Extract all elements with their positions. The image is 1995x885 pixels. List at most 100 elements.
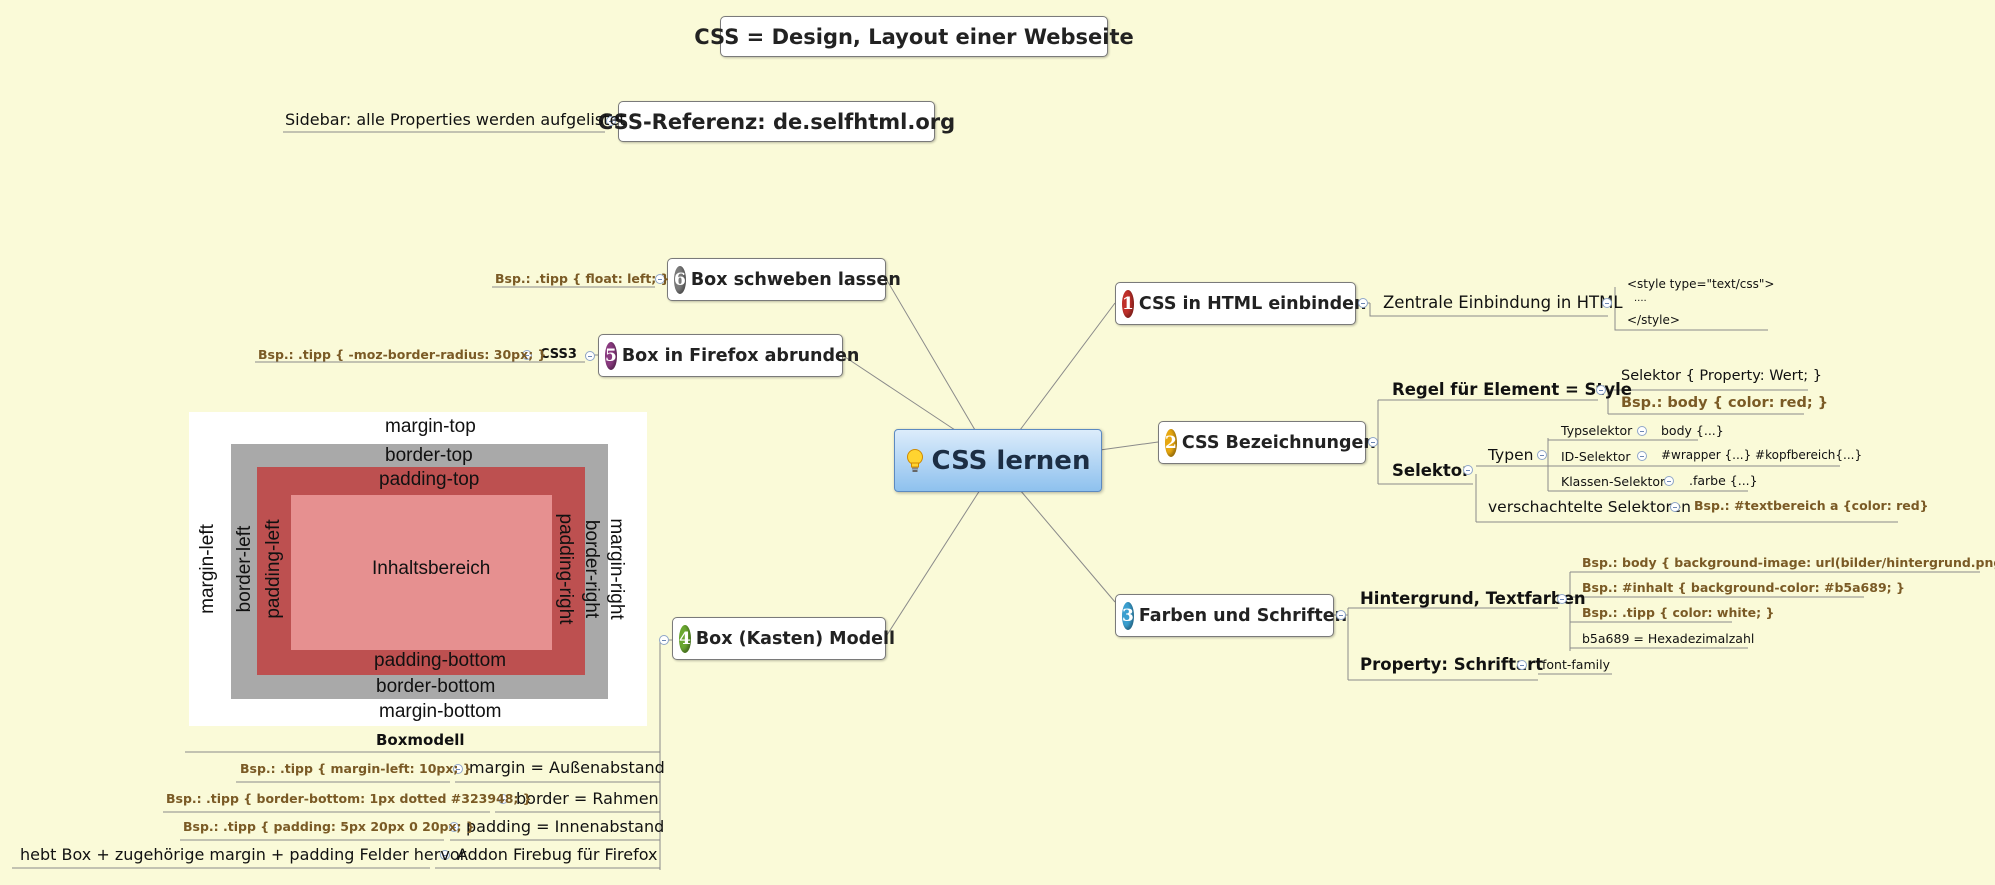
branch-label: Box in Firefox abrunden [621, 345, 860, 366]
collapse-toggle[interactable] [606, 116, 616, 126]
border-top-label: border-top [385, 445, 473, 466]
margin-right-label: margin-right [606, 518, 627, 620]
boxmodell-caption: Boxmodell [376, 731, 465, 749]
collapse-toggle[interactable] [1596, 385, 1606, 395]
number-3-icon: 3 [1122, 601, 1134, 630]
content-label: Inhaltsbereich [372, 558, 491, 579]
collapse-toggle[interactable] [1463, 465, 1473, 475]
selektor-label: Selektor [1392, 461, 1471, 480]
border-example: Bsp.: .tipp { border-bottom: 1px dotted … [166, 791, 532, 806]
float-example: Bsp.: .tipp { float: left; } [495, 271, 670, 286]
collapse-toggle[interactable] [1637, 426, 1647, 436]
collapse-toggle[interactable] [440, 850, 450, 860]
padding-bottom-label: padding-bottom [374, 650, 507, 671]
code-line: .... [1634, 293, 1647, 304]
branch-css-in-html[interactable]: 1 CSS in HTML einbinden [1115, 282, 1366, 325]
branch-firefox-abrunden[interactable]: 5 Box in Firefox abrunden [598, 334, 859, 377]
rule-example: Bsp.: body { color: red; } [1621, 395, 1829, 411]
type-name: ID-Selektor [1561, 449, 1631, 464]
collapse-toggle[interactable] [1557, 594, 1567, 604]
collapse-toggle[interactable] [453, 764, 463, 774]
firebug-note: hebt Box + zugehörige margin + padding F… [20, 845, 467, 864]
collapse-toggle[interactable] [655, 274, 665, 284]
firebug-item: Addon Firebug für Firefox [457, 845, 658, 864]
branch-label: Farben und Schriften [1138, 605, 1348, 626]
code-line: <style type="text/css"> [1627, 277, 1775, 291]
central-node-label: CSS lernen [931, 445, 1091, 476]
code-line: </style> [1627, 313, 1680, 327]
collapse-toggle[interactable] [498, 794, 508, 804]
reference-node[interactable]: CSS-Referenz: de.selfhtml.org [598, 101, 955, 142]
collapse-toggle[interactable] [659, 635, 669, 645]
branch-label: CSS in HTML einbinden [1138, 293, 1367, 314]
rule-item: Selektor { Property: Wert; } [1621, 368, 1823, 384]
border-left-label: border-left [234, 525, 255, 613]
margin-bottom-label: margin-bottom [379, 701, 502, 722]
margin-top-label: margin-top [385, 416, 476, 437]
number-5-icon: 5 [605, 341, 617, 370]
css3-label: CSS3 [540, 347, 577, 362]
branch-label: Box (Kasten) Modell [695, 628, 895, 649]
central-node[interactable]: CSS lernen [894, 429, 1102, 492]
branch-css-bezeichnungen[interactable]: 2 CSS Bezeichnungen [1158, 421, 1376, 464]
collapse-toggle[interactable] [1336, 610, 1346, 620]
collapse-toggle[interactable] [1358, 298, 1368, 308]
margin-left-label: margin-left [197, 524, 218, 614]
content-box [291, 495, 552, 650]
border-right-label: border-right [581, 519, 602, 619]
branch-farben-schriften[interactable]: 3 Farben und Schriften [1115, 594, 1347, 637]
margin-example: Bsp.: .tipp { margin-left: 10px; } [240, 761, 472, 776]
firefox-example: Bsp.: .tipp { -moz-border-radius: 30px; … [258, 347, 547, 362]
number-1-icon: 1 [1122, 289, 1134, 318]
collapse-toggle[interactable] [1368, 437, 1378, 447]
collapse-toggle[interactable] [1637, 451, 1647, 461]
nested-example: Bsp.: #textbereich a {color: red} [1694, 498, 1929, 513]
collapse-toggle[interactable] [585, 351, 595, 361]
schriftart-label: Property: Schriftart [1360, 655, 1544, 674]
boxmodel-diagram: margin-top border-top padding-top Inhalt… [189, 412, 647, 726]
collapse-toggle[interactable] [522, 350, 532, 360]
padding-right-label: padding-right [555, 513, 576, 625]
branch-label: Box schweben lassen [690, 269, 901, 290]
padding-example: Bsp.: .tipp { padding: 5px 20px 0 20px; … [183, 819, 475, 834]
number-2-icon: 2 [1165, 428, 1177, 457]
type-example: .farbe {...} [1689, 473, 1758, 488]
padding-left-label: padding-left [263, 519, 284, 619]
collapse-toggle[interactable] [1670, 502, 1680, 512]
collapse-toggle[interactable] [449, 822, 459, 832]
hex-note: b5a689 = Hexadezimalzahl [1582, 631, 1755, 646]
type-example: body {...} [1661, 423, 1724, 438]
collapse-toggle[interactable] [1664, 476, 1674, 486]
collapse-toggle[interactable] [1602, 298, 1612, 308]
reference-node-label: CSS-Referenz: de.selfhtml.org [597, 109, 956, 134]
bg-example: Bsp.: body { background-image: url(bilde… [1582, 555, 1995, 570]
border-item: border = Rahmen [516, 789, 659, 808]
number-4-icon: 4 [679, 624, 691, 653]
border-bottom-label: border-bottom [376, 676, 496, 697]
zentrale-einbindung: Zentrale Einbindung in HTML [1383, 293, 1623, 312]
bg-example: Bsp.: #inhalt { background-color: #b5a68… [1582, 580, 1905, 595]
title-node-label: CSS = Design, Layout einer Webseite [694, 24, 1134, 49]
hintergrund-label: Hintergrund, Textfarben [1360, 589, 1586, 608]
nested-label: verschachtelte Selektoren [1488, 498, 1691, 516]
reference-note: Sidebar: alle Properties werden aufgelis… [285, 110, 626, 129]
title-node[interactable]: CSS = Design, Layout einer Webseite [694, 16, 1134, 57]
bg-example: Bsp.: .tipp { color: white; } [1582, 605, 1775, 620]
lightbulb-icon [906, 448, 924, 474]
padding-item: padding = Innenabstand [466, 817, 665, 836]
padding-top-label: padding-top [379, 469, 480, 490]
font-family-item: font-family [1542, 657, 1610, 672]
branch-label: CSS Bezeichnungen [1181, 432, 1376, 453]
typen-label: Typen [1488, 446, 1534, 464]
margin-item: margin = Außenabstand [469, 758, 665, 777]
type-name: Typselektor [1561, 423, 1633, 438]
regel-label: Regel für Element = Style [1392, 380, 1632, 399]
type-name: Klassen-Selektor [1561, 474, 1666, 489]
type-example: #wrapper {...} #kopfbereich{...} [1661, 448, 1863, 462]
collapse-toggle[interactable] [1537, 450, 1547, 460]
branch-box-schweben[interactable]: 6 Box schweben lassen [667, 258, 901, 301]
number-6-icon: 6 [674, 265, 686, 294]
branch-box-modell[interactable]: 4 Box (Kasten) Modell [672, 617, 895, 660]
collapse-toggle[interactable] [1517, 660, 1527, 670]
